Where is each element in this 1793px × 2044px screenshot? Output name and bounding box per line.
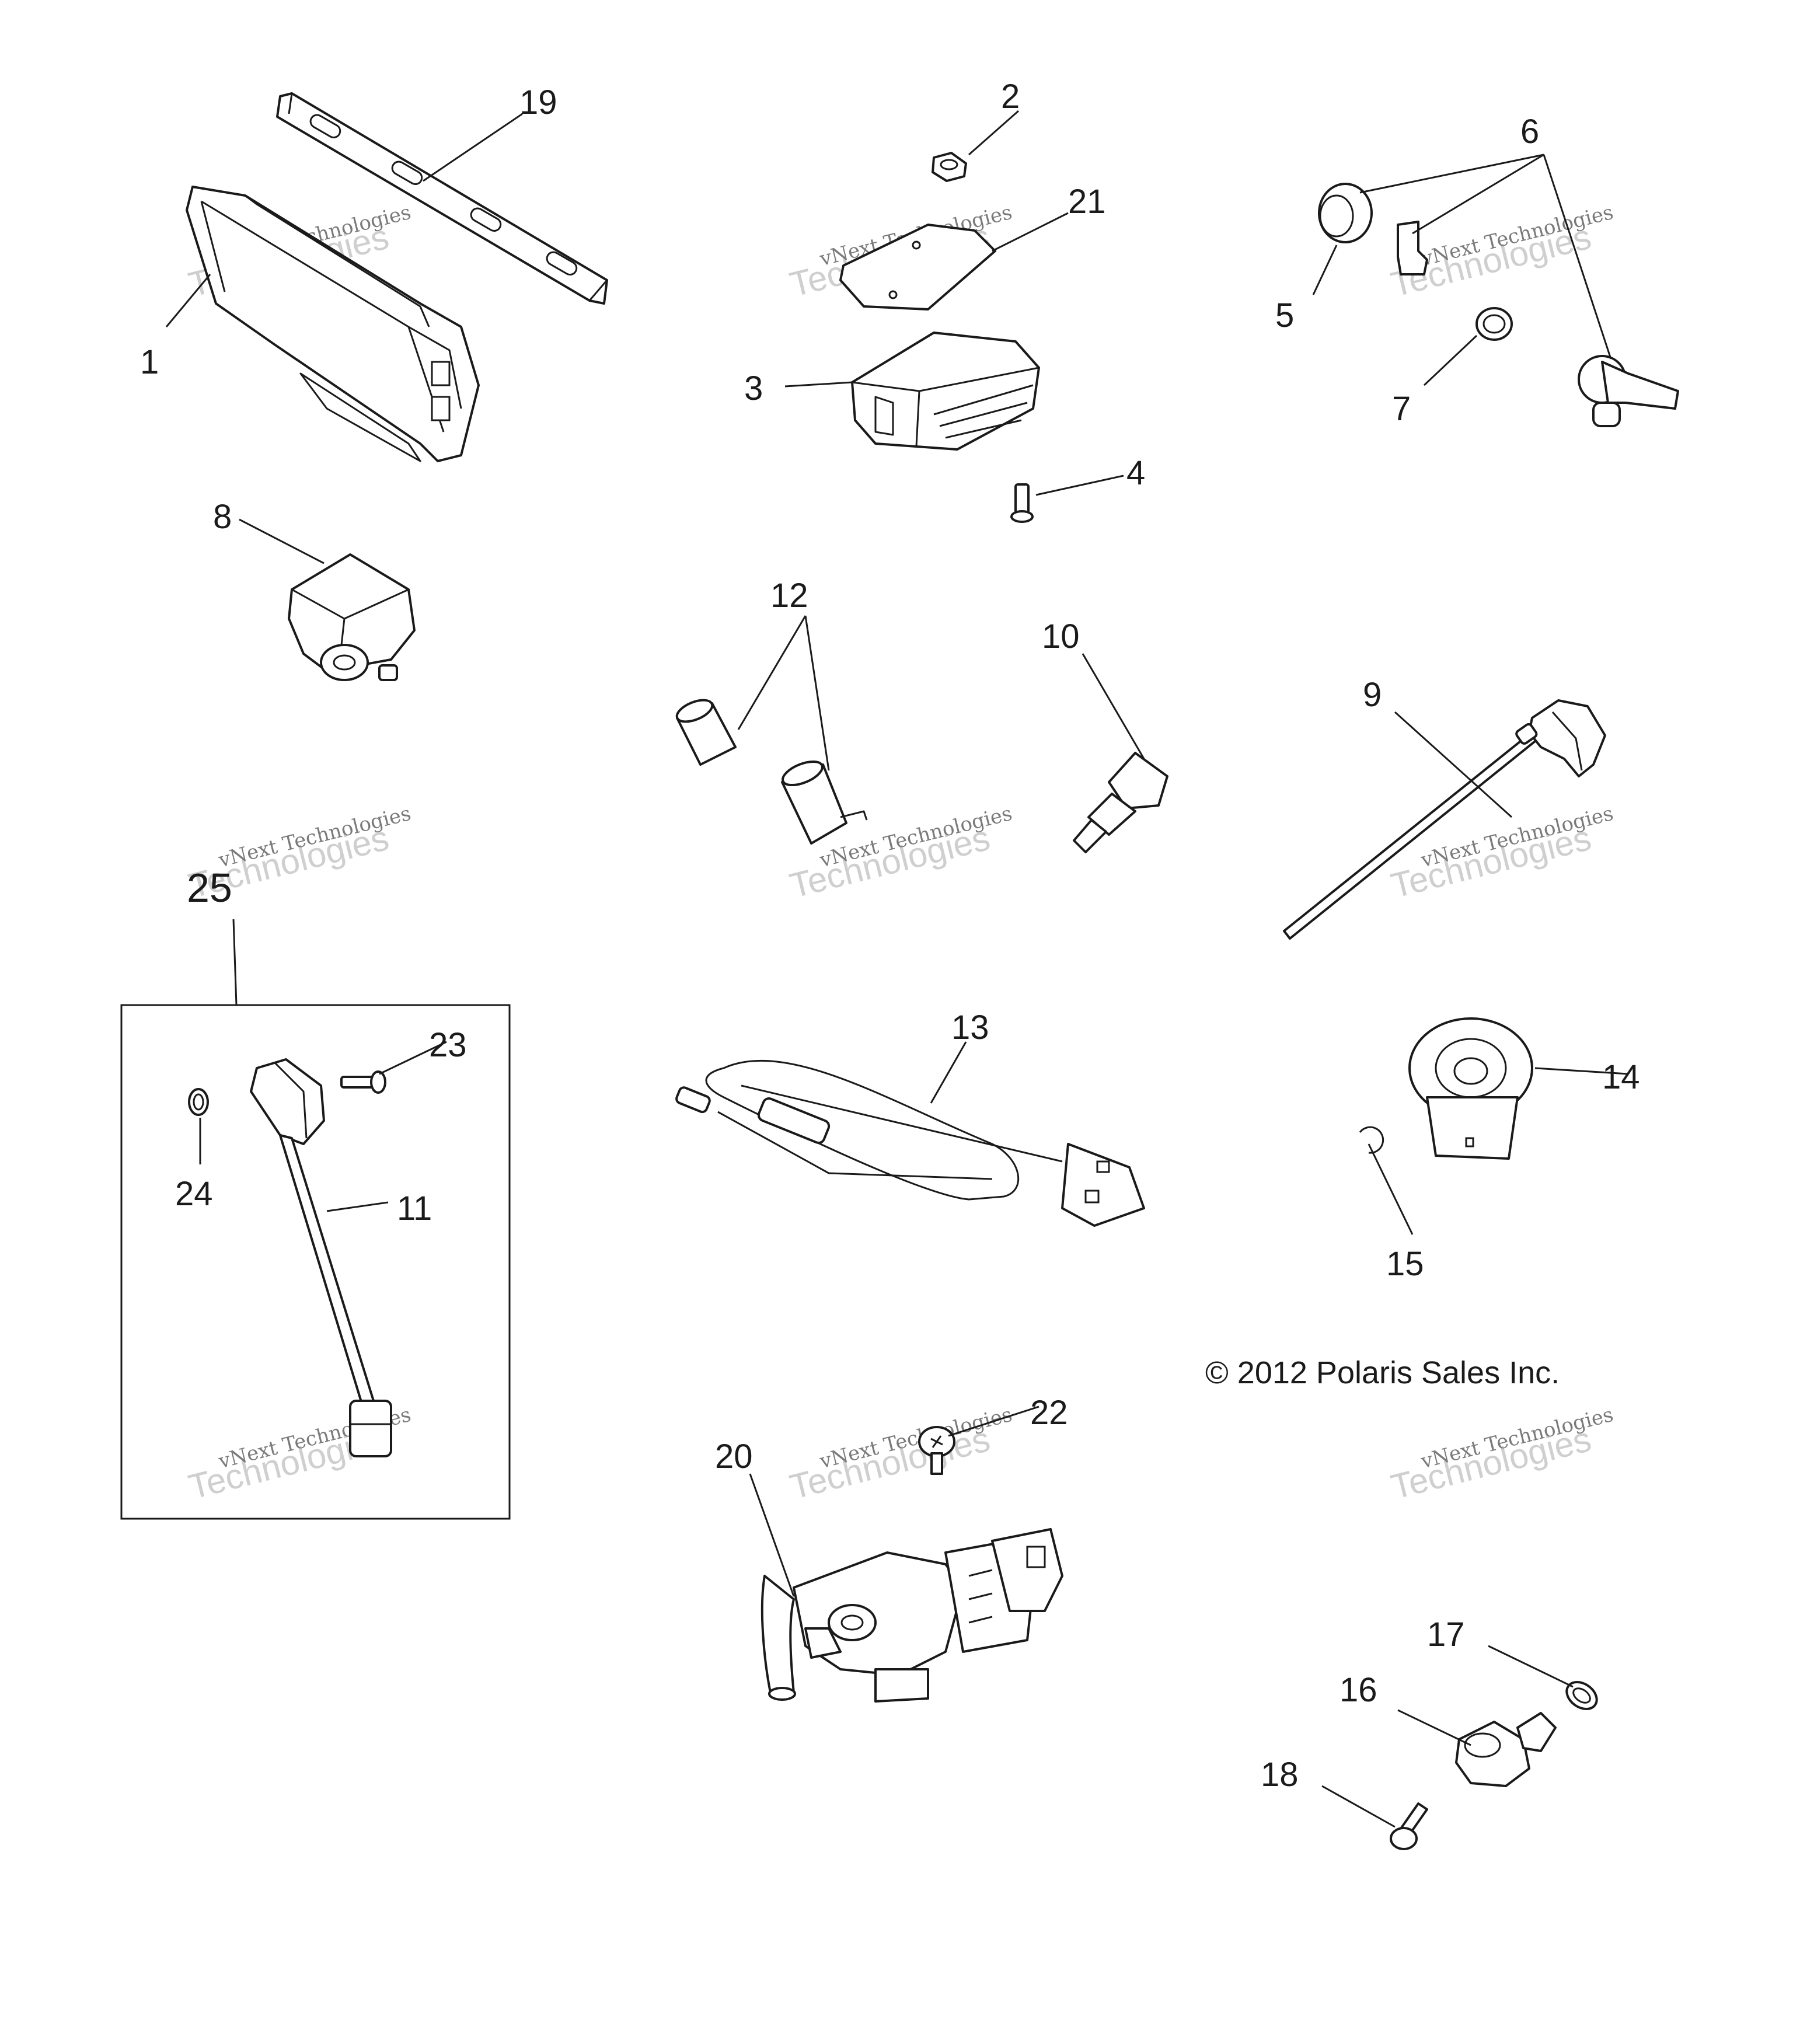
callout-23: 23 [429, 1026, 467, 1064]
callout-labels: 19 1 2 21 3 4 6 5 7 8 12 10 9 25 23 24 1… [140, 78, 1640, 1794]
callout-22: 22 [1030, 1394, 1068, 1432]
kit-25-box [120, 1004, 511, 1520]
callout-21: 21 [1068, 183, 1106, 221]
part-12-terminal-b [781, 760, 868, 845]
part-23-screw [340, 1070, 386, 1094]
callout-4: 4 [1126, 454, 1145, 492]
callout-3: 3 [744, 369, 763, 407]
part-10-temp-sensor [1073, 752, 1168, 853]
part-15-clip [1359, 1126, 1384, 1154]
callout-1: 1 [140, 343, 159, 381]
part-18-bolt [1390, 1802, 1428, 1850]
part-13-harness [675, 1059, 1145, 1227]
part-21-plate [839, 224, 996, 311]
leader-lines [165, 110, 1629, 1828]
callout-9: 9 [1363, 676, 1382, 714]
part-4-screw [1010, 483, 1034, 523]
callout-20: 20 [715, 1438, 753, 1476]
part-9-speed-sensor [1283, 699, 1606, 940]
part-5-cap [1318, 183, 1373, 243]
part-1-ecu [186, 186, 480, 462]
callout-17: 17 [1427, 1616, 1465, 1654]
callout-6: 6 [1520, 113, 1539, 151]
part-14-knock-sensor [1408, 1017, 1533, 1160]
callout-15: 15 [1386, 1245, 1424, 1283]
callout-16: 16 [1339, 1671, 1377, 1709]
copyright-text: © 2012 Polaris Sales Inc. [1205, 1355, 1560, 1390]
callout-10: 10 [1042, 618, 1080, 655]
callout-5: 5 [1275, 297, 1294, 334]
part-6-bracket-clip [1397, 221, 1428, 275]
callout-12: 12 [770, 577, 808, 615]
callout-11: 11 [397, 1190, 432, 1227]
part-22-screw [918, 1426, 955, 1475]
part-8-map-sensor [288, 553, 416, 681]
part-17-o-ring [1565, 1681, 1598, 1710]
part-2-nut [932, 152, 967, 182]
callout-19: 19 [519, 83, 557, 121]
part-7-washer [1475, 307, 1513, 341]
callout-13: 13 [951, 1009, 989, 1047]
part-3-box [851, 332, 1040, 451]
part-12-terminal-a [675, 699, 737, 766]
callout-2: 2 [1001, 78, 1020, 116]
part-20-valve [761, 1528, 1063, 1703]
callout-24: 24 [175, 1175, 213, 1213]
callout-7: 7 [1392, 390, 1411, 428]
part-19-bracket [276, 92, 608, 305]
callout-25: 25 [187, 865, 232, 911]
part-11-sensor [250, 1058, 392, 1457]
part-24-o-ring [188, 1088, 209, 1116]
callout-14: 14 [1602, 1058, 1640, 1096]
callout-18: 18 [1261, 1756, 1299, 1794]
part-16-sensor [1455, 1712, 1557, 1787]
callout-8: 8 [213, 498, 232, 536]
part-6-sensor [1578, 355, 1679, 427]
